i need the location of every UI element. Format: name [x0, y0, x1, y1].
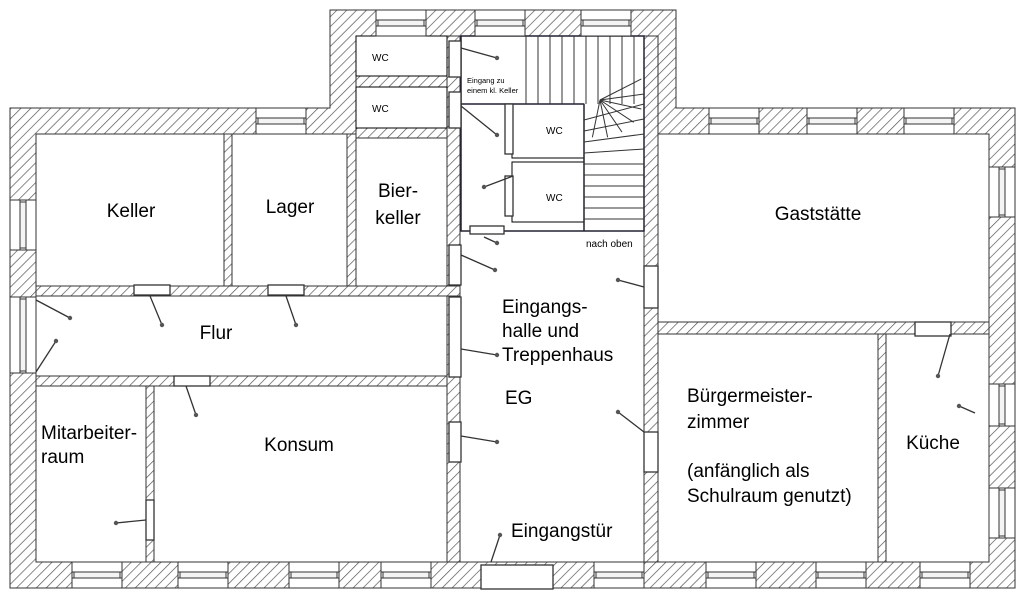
stair-step: [599, 93, 645, 101]
door-frame: [448, 40, 462, 78]
door-leaf: [460, 348, 500, 358]
wc-label-3: WC: [546, 126, 563, 137]
window: [375, 9, 427, 37]
door-leaf: [935, 333, 951, 379]
door-frame: [504, 103, 514, 155]
room-label-gaststaette: Gaststätte: [775, 204, 862, 225]
window: [255, 107, 307, 135]
door-leaf: [481, 175, 514, 190]
stair-step: [599, 99, 609, 138]
room-label-kueche: Küche: [906, 433, 960, 454]
door-leaf: [460, 47, 500, 61]
note-keller-entry-1: Eingang zu: [467, 76, 505, 85]
room-label-mitarbeiter-1: Mitarbeiter-: [41, 423, 137, 444]
window: [474, 9, 526, 37]
stair-step: [591, 99, 601, 138]
door-frame: [448, 421, 462, 463]
stair-step: [599, 99, 623, 133]
door-frame: [448, 244, 462, 286]
room-label-halle-3: Treppenhaus: [502, 345, 613, 366]
door-leaf: [615, 277, 645, 288]
window: [177, 561, 229, 589]
door-frame: [133, 284, 171, 296]
door-leaf: [956, 403, 976, 414]
room-label-buergermeister-1: Bürgermeister-: [687, 386, 813, 407]
door-leaf: [35, 299, 73, 321]
door-frame: [145, 499, 155, 541]
door-leaf: [460, 105, 500, 138]
room-label-lager: Lager: [266, 197, 315, 218]
door-leaf: [113, 519, 147, 526]
door-leaf: [483, 236, 500, 246]
door-frame: [448, 296, 462, 378]
room-label-keller: Keller: [107, 201, 156, 222]
staircase: [525, 36, 645, 220]
wc-label-1: WC: [372, 53, 389, 64]
room-label-halle-2: halle und: [502, 321, 579, 342]
door-leaf: [285, 295, 299, 328]
door-frame: [480, 564, 554, 590]
door-frame: [173, 375, 211, 387]
wc-label-2: WC: [372, 104, 389, 115]
door-leaf: [149, 295, 165, 328]
floor-label: EG: [505, 388, 532, 409]
window: [708, 107, 760, 135]
door-leaf: [490, 532, 503, 563]
door-leaf: [460, 254, 498, 273]
window: [806, 107, 858, 135]
note-stairs-up: nach oben: [586, 239, 633, 250]
room-label-eingangstuer: Eingangstür: [511, 521, 613, 542]
door-frame: [643, 431, 659, 473]
room-label-bierkeller-2: keller: [375, 208, 421, 229]
window: [705, 561, 757, 589]
door-frame: [914, 321, 952, 337]
room-label-buergermeister-3: (anfänglich als: [687, 461, 810, 482]
window: [988, 383, 1016, 427]
window: [9, 296, 37, 374]
stair-step: [583, 133, 645, 143]
room-label-halle-1: Eingangs-: [502, 297, 588, 318]
window: [580, 9, 632, 37]
stair-step: [583, 148, 645, 154]
window: [71, 561, 123, 589]
window: [988, 487, 1016, 539]
door-frame: [469, 225, 505, 235]
room-label-flur: Flur: [200, 323, 233, 344]
stairwell-outline: [460, 35, 645, 232]
window: [919, 561, 971, 589]
window: [815, 561, 867, 589]
window: [288, 561, 340, 589]
room-label-buergermeister-4: Schulraum genutzt): [687, 486, 852, 507]
door-leaf: [185, 385, 199, 418]
note-keller-entry-2: einem kl. Keller: [467, 86, 519, 95]
window: [988, 166, 1016, 218]
door-frame: [504, 175, 514, 217]
door-leaf: [460, 435, 500, 445]
stair-step: [583, 118, 645, 132]
door-frame: [267, 284, 305, 296]
windows: [9, 9, 1016, 589]
doors: [35, 40, 976, 590]
stair-step: [599, 99, 642, 110]
room-label-konsum: Konsum: [264, 435, 334, 456]
door-frame: [448, 91, 462, 129]
room-label-mitarbeiter-2: raum: [41, 447, 84, 468]
window: [903, 107, 955, 135]
room-label-bierkeller-1: Bier-: [378, 181, 418, 202]
wc-label-4: WC: [546, 193, 563, 204]
door-frame: [643, 265, 659, 309]
door-leaf: [35, 338, 59, 373]
room-label-buergermeister-2: zimmer: [687, 412, 750, 433]
window: [593, 561, 645, 589]
stair-step: [599, 78, 642, 101]
door-leaf: [615, 409, 645, 433]
window: [9, 199, 37, 251]
window: [380, 561, 432, 589]
stair-step: [583, 103, 645, 121]
